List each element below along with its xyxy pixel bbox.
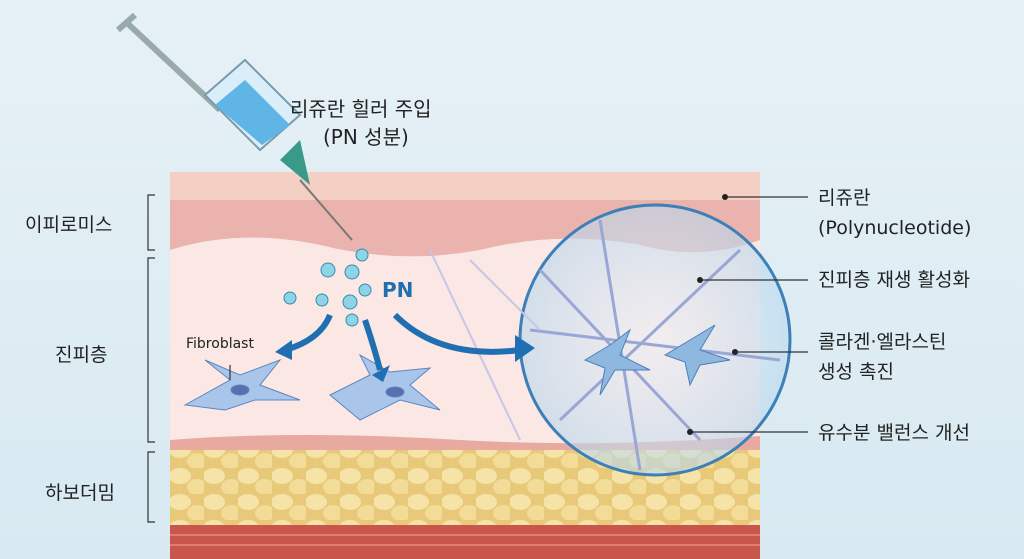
- pn-molecules: [283, 248, 372, 327]
- layer-epidermis: 이피로미스: [25, 214, 113, 236]
- fibroblast-label: Fibroblast: [186, 336, 254, 352]
- title-line2: (PN 성분): [323, 125, 409, 149]
- layer-hypodermis: 하보더밈: [45, 482, 115, 504]
- callout-3-line2: 생성 촉진: [818, 361, 894, 383]
- callout-3-line1: 콜라겐·엘라스틴: [818, 331, 947, 353]
- bracket-lines: [147, 194, 808, 523]
- pn-label: PN: [382, 278, 414, 302]
- syringe-icon: [116, 12, 353, 241]
- fibroblast-icon: [183, 353, 441, 421]
- callout-1-line2: (Polynucleotide): [818, 217, 972, 239]
- fibroblast-icon: [583, 324, 731, 396]
- callout-2: 진피층 재생 활성화: [818, 269, 970, 291]
- magnifier-circle: [429, 203, 792, 477]
- callout-4: 유수분 밸런스 개선: [818, 422, 970, 444]
- callout-1-line1: 리쥬란: [818, 187, 871, 209]
- layer-dermis: 진피층: [55, 344, 108, 366]
- title-line1: 리쥬란 힐러 주입: [290, 97, 432, 121]
